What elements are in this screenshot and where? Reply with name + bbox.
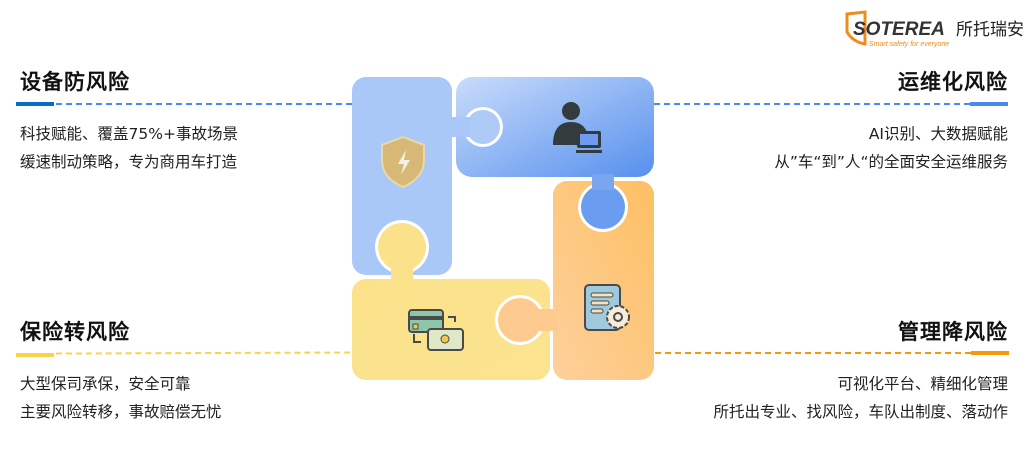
- svg-text:Smart safety for everyone: Smart safety for everyone: [869, 41, 949, 48]
- shield-lightning-icon: [381, 135, 425, 189]
- section-text-operations: AI识别、大数据赋能 从”车“到”人“的全面安全运维服务: [774, 120, 1008, 176]
- text-line: 缓速制动策略，专为商用车打造: [20, 153, 238, 171]
- document-gear-icon: [584, 284, 630, 331]
- section-title-management: 管理降风险: [898, 320, 1008, 344]
- text-line: 可视化平台、精细化管理: [837, 375, 1008, 393]
- svg-text:所托瑞安: 所托瑞安: [956, 20, 1023, 40]
- sotera-logo: SOTEREA 所托瑞安 Smart safety for everyone: [845, 10, 1023, 48]
- text-line: 主要风险转移，事故赔偿无忧: [20, 403, 222, 421]
- section-title-equipment: 设备防风险: [20, 70, 130, 94]
- text-line: 大型保司承保，安全可靠: [20, 375, 191, 393]
- title-underline: [16, 102, 54, 106]
- operator-computer-icon: [553, 102, 602, 153]
- section-title-insurance: 保险转风险: [20, 320, 130, 344]
- text-line: 所托出专业、找风险，车队出制度、落动作: [713, 403, 1008, 421]
- section-text-equipment: 科技赋能、覆盖75%+事故场景 缓速制动策略，专为商用车打造: [20, 120, 238, 176]
- puzzle-piece-operations: [448, 77, 654, 177]
- puzzle-piece-management: [553, 174, 654, 380]
- title-underline: [971, 351, 1009, 355]
- puzzle-piece-insurance: [352, 220, 558, 380]
- connector-line: [56, 103, 352, 105]
- section-title-operations: 运维化风险: [898, 70, 1008, 94]
- title-underline: [970, 102, 1008, 106]
- connector-line: [654, 103, 970, 105]
- text-line: 科技赋能、覆盖75%+事故场景: [20, 125, 238, 143]
- title-underline: [16, 353, 54, 357]
- payment-transfer-icon: [408, 309, 464, 351]
- connector-line: [645, 352, 971, 354]
- svg-text:SOTEREA: SOTEREA: [853, 19, 945, 40]
- section-text-management: 可视化平台、精细化管理 所托出专业、找风险，车队出制度、落动作: [713, 370, 1008, 426]
- text-line: AI识别、大数据赋能: [868, 125, 1008, 143]
- text-line: 从”车“到”人“的全面安全运维服务: [774, 153, 1008, 171]
- section-text-insurance: 大型保司承保，安全可靠 主要风险转移，事故赔偿无忧: [20, 370, 222, 426]
